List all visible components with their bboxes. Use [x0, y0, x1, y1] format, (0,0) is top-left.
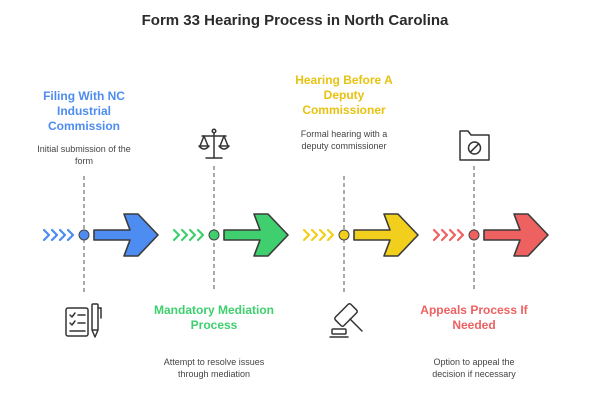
- stage-3-chevron-4: [326, 228, 335, 242]
- stage-3-description: Formal hearing with a deputy commissione…: [300, 129, 388, 151]
- stage-4-flow: [432, 166, 549, 292]
- stage-3-chevron-3: [318, 228, 327, 242]
- stage-2-title: Mandatory Mediation Process: [154, 303, 275, 332]
- stage-4-chevron-2: [440, 228, 449, 242]
- stage-1-node: [78, 229, 90, 241]
- stage-2-chevron-4: [196, 228, 205, 242]
- stage-2-flow: [172, 166, 289, 292]
- stage-2-arrow: [223, 213, 289, 257]
- stage-1-flow: [42, 176, 159, 292]
- stage-1-chevron-1: [42, 228, 51, 242]
- folder-prohibited-icon: [459, 130, 490, 161]
- stage-1-description: Initial submission of the form: [37, 144, 131, 166]
- stage-1-chevron-4: [66, 228, 75, 242]
- stage-2-chevron-2: [180, 228, 189, 242]
- stage-3-chevron-1: [302, 228, 311, 242]
- stage-3-chevron-2: [310, 228, 319, 242]
- stage-1-arrow: [93, 213, 159, 257]
- checklist-pen-icon: [65, 303, 102, 338]
- stage-3-title: Hearing Before A Deputy Commissioner: [295, 73, 393, 117]
- stage-1-title: Filing With NC Industrial Commission: [43, 89, 125, 133]
- stage-1-chevron-2: [50, 228, 59, 242]
- stage-2-chevron-1: [172, 228, 181, 242]
- stage-4-description: Option to appeal the decision if necessa…: [432, 357, 516, 379]
- stage-3-node: [338, 229, 350, 241]
- stage-2-description: Attempt to resolve issues through mediat…: [163, 357, 265, 379]
- stage-3-arrow: [353, 213, 419, 257]
- page-title: Form 33 Hearing Process in North Carolin…: [141, 12, 449, 29]
- stage-4-title: Appeals Process If Needed: [420, 303, 528, 332]
- stage-1-chevron-3: [58, 228, 67, 242]
- balance-scale-icon: [198, 128, 230, 159]
- stage-4-chevron-1: [432, 228, 441, 242]
- gavel-icon: [329, 303, 363, 338]
- stage-4-chevron-3: [448, 228, 457, 242]
- stage-2-chevron-3: [188, 228, 197, 242]
- stage-4-chevron-4: [456, 228, 465, 242]
- stage-4-arrow: [483, 213, 549, 257]
- stage-2-node: [208, 229, 220, 241]
- stage-3-flow: [302, 176, 419, 292]
- stage-4-node: [468, 229, 480, 241]
